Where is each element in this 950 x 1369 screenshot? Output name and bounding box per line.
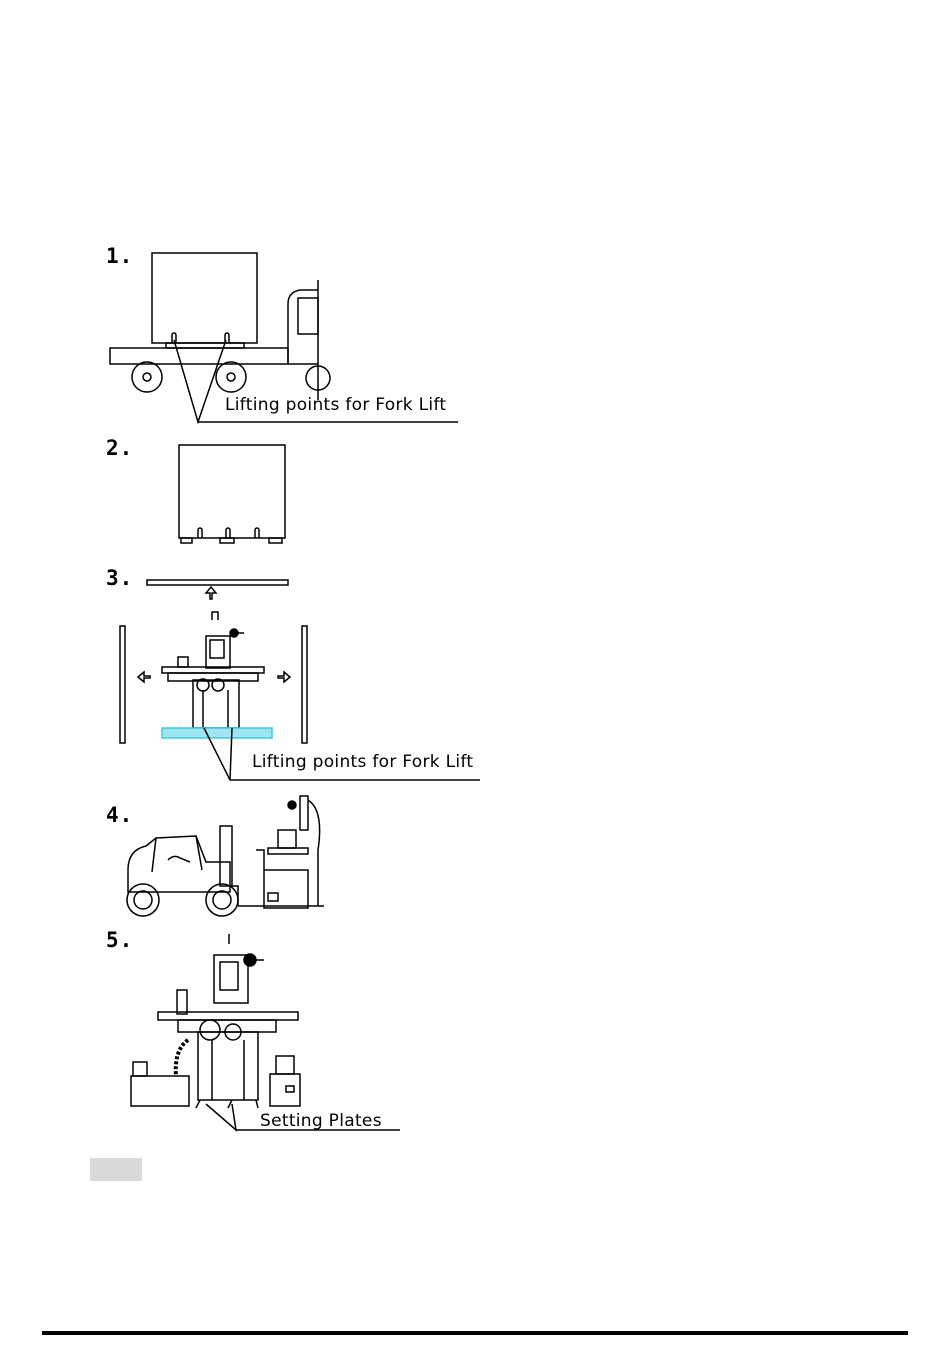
step-5-installed-machine-drawing — [131, 934, 400, 1130]
step-1-truck-drawing — [110, 253, 458, 422]
step-4-forklift-drawing — [127, 796, 324, 916]
step-2-crate-drawing — [179, 445, 285, 543]
note-marker-box — [90, 1158, 142, 1181]
step-3-uncrating-drawing — [120, 580, 480, 780]
footer-rule — [42, 1331, 908, 1335]
